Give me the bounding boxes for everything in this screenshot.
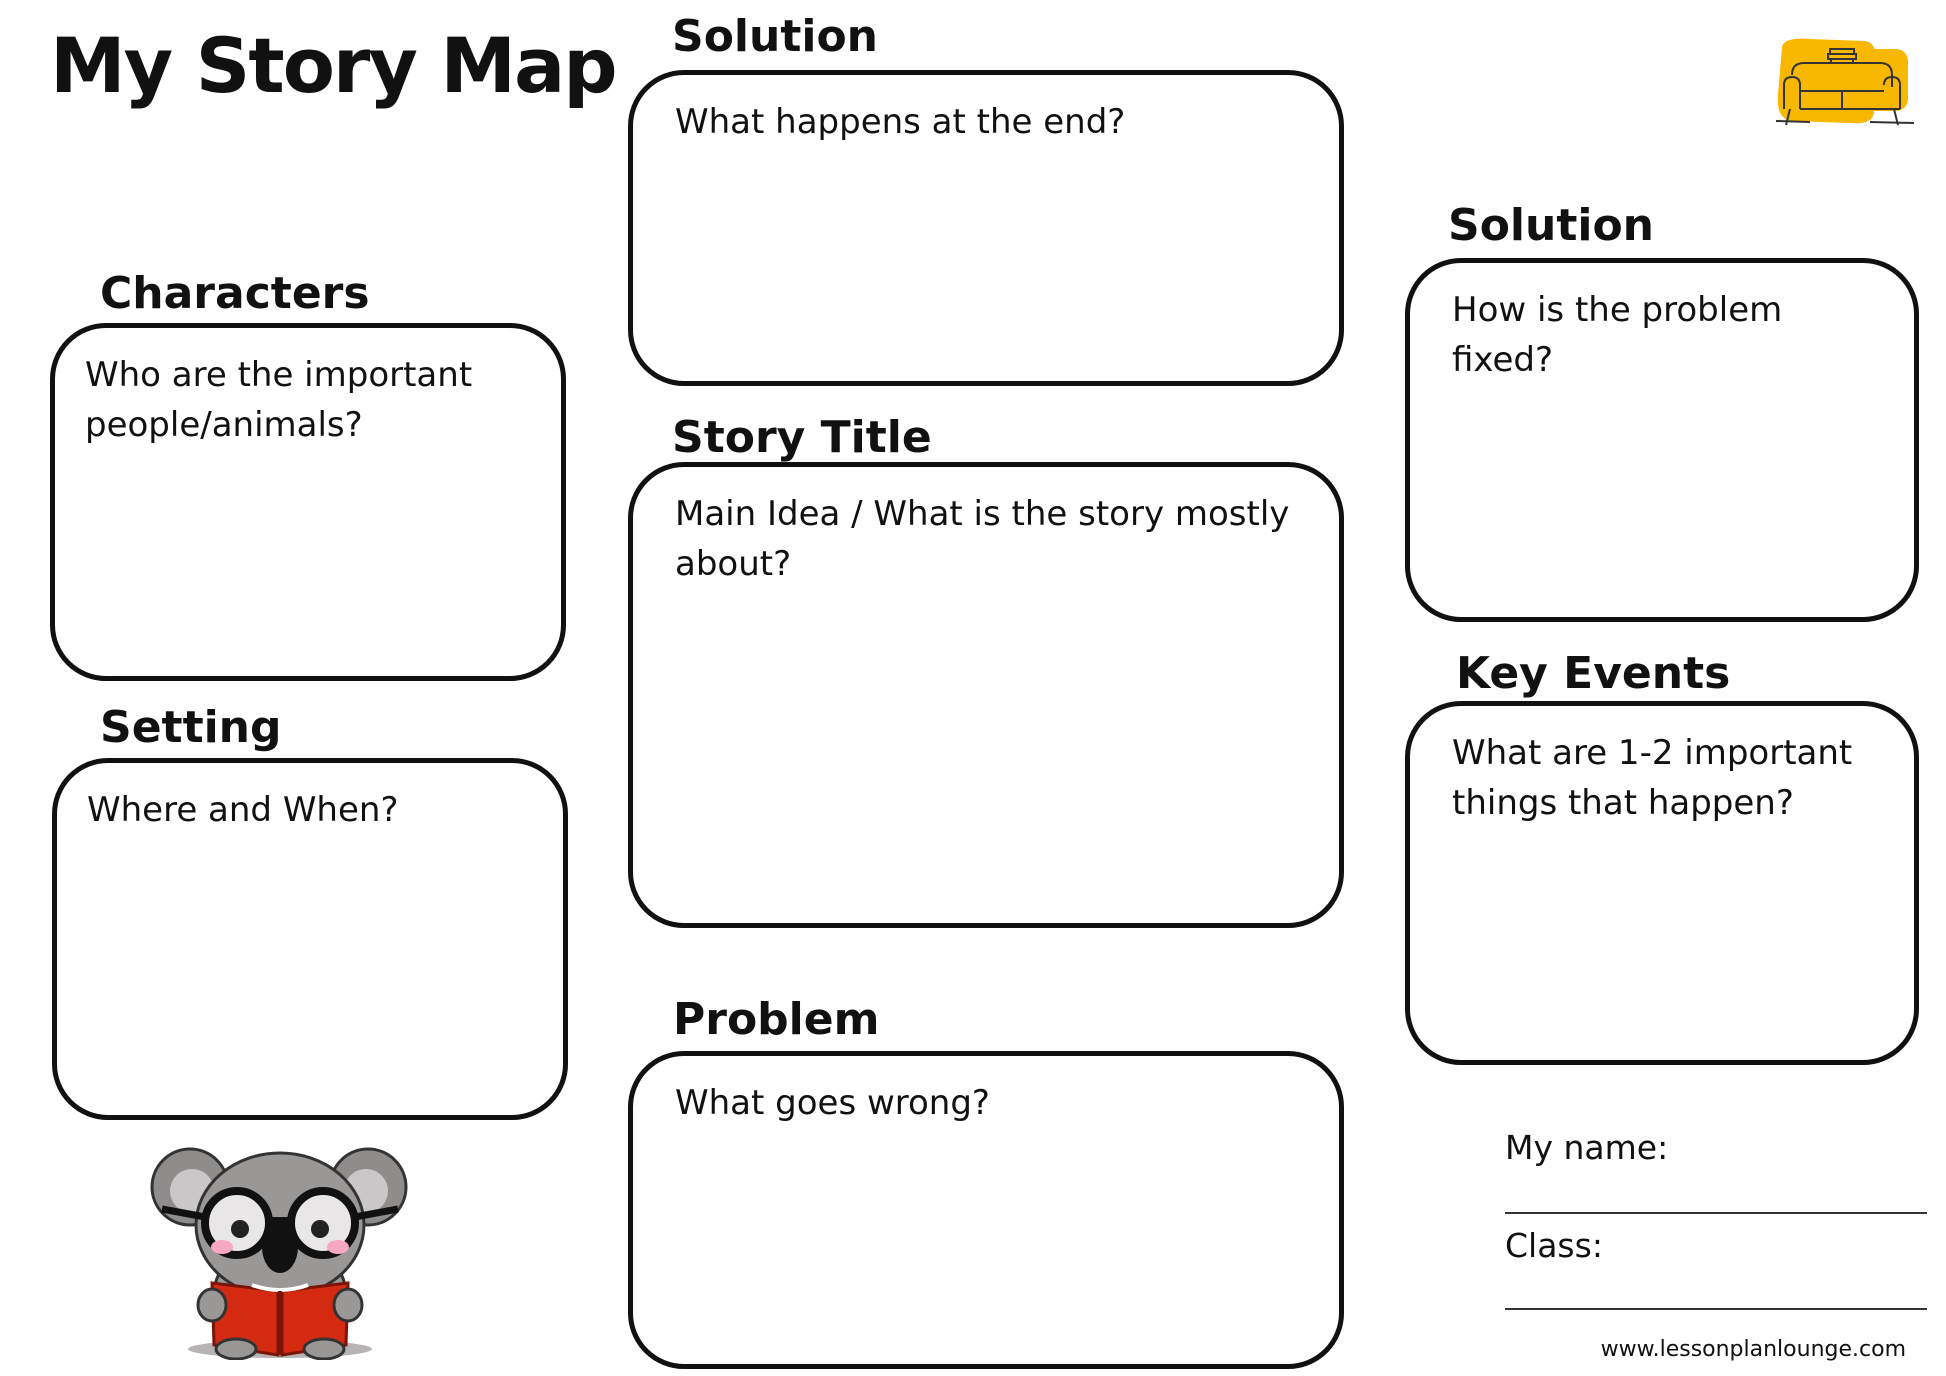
class-label: Class:	[1505, 1226, 1603, 1265]
solution-top-prompt: What happens at the end?	[675, 97, 1319, 147]
lesson-plan-lounge-logo-icon	[1770, 35, 1920, 135]
key-events-heading: Key Events	[1456, 652, 1730, 696]
solution-top-box[interactable]: What happens at the end?	[628, 70, 1344, 386]
characters-heading: Characters	[100, 272, 370, 316]
characters-prompt: Who are the important people/animals?	[85, 350, 541, 450]
setting-heading: Setting	[100, 706, 282, 750]
key-events-prompt: What are 1-2 important things that happe…	[1452, 728, 1904, 828]
story-title-box[interactable]: Main Idea / What is the story mostly abo…	[628, 462, 1344, 928]
key-events-box[interactable]: What are 1-2 important things that happe…	[1405, 701, 1919, 1065]
characters-box[interactable]: Who are the important people/animals?	[50, 323, 566, 681]
page-title: My Story Map	[50, 28, 616, 104]
problem-heading: Problem	[673, 998, 879, 1042]
solution-right-prompt: How is the problem fixed?	[1452, 285, 1894, 385]
story-title-prompt: Main Idea / What is the story mostly abo…	[675, 489, 1319, 589]
problem-box[interactable]: What goes wrong?	[628, 1051, 1344, 1369]
koala-reading-book-icon	[140, 1145, 420, 1360]
problem-prompt: What goes wrong?	[675, 1078, 1319, 1128]
solution-top-heading: Solution	[672, 15, 878, 59]
setting-prompt: Where and When?	[87, 785, 543, 835]
solution-right-heading: Solution	[1448, 204, 1654, 248]
class-write-line[interactable]	[1505, 1308, 1927, 1310]
story-title-heading: Story Title	[672, 416, 932, 460]
solution-right-box[interactable]: How is the problem fixed?	[1405, 258, 1919, 622]
setting-box[interactable]: Where and When?	[52, 758, 568, 1120]
footer-website: www.lessonplanlounge.com	[1601, 1337, 1906, 1362]
name-write-line[interactable]	[1505, 1212, 1927, 1214]
my-name-label: My name:	[1505, 1128, 1668, 1167]
